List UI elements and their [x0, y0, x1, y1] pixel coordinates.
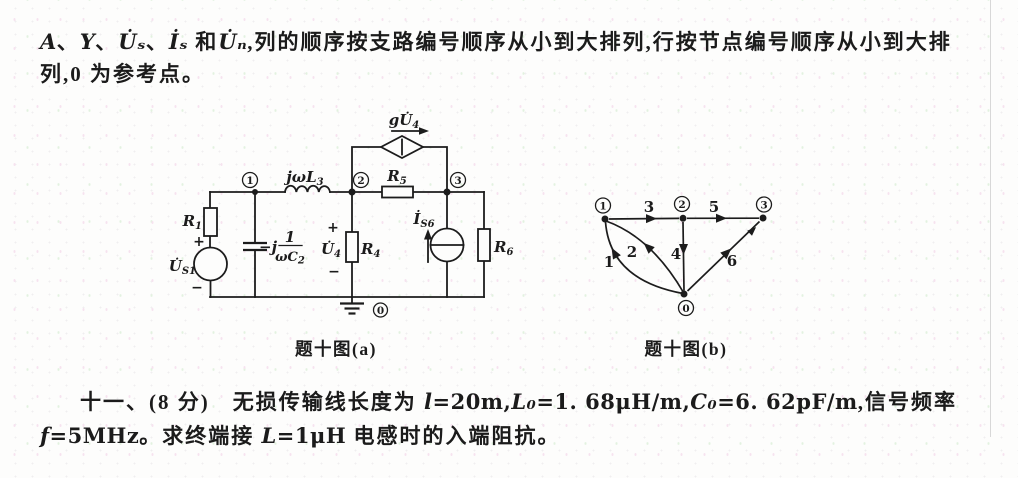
- graph-node-label-0: 0: [677, 299, 695, 317]
- graph-node-3: [759, 214, 767, 222]
- edge-4-arrow: [679, 244, 688, 255]
- u4-plus-sign: +: [327, 220, 339, 236]
- edge-label-5: 5: [709, 198, 719, 216]
- graph-node-2: [679, 214, 687, 222]
- svg-text:0: 0: [377, 305, 384, 317]
- cap-numerator: 1: [285, 228, 295, 246]
- junction-node-2: [348, 188, 356, 196]
- graph-edge-4: [682, 221, 685, 291]
- svg-text:1: 1: [599, 200, 606, 212]
- us1-label: U̇S1: [169, 257, 196, 277]
- scan-artifact-line: [990, 0, 991, 437]
- node-label-2: 2: [352, 171, 370, 189]
- resistor-r4: + − U̇4 R4: [321, 220, 381, 280]
- cap-denominator: ωC2: [275, 250, 305, 267]
- edge-6-arrow-2: [747, 227, 757, 236]
- junction-node-1: [252, 189, 258, 195]
- vccs-label: gU̇4: [389, 111, 420, 131]
- graph-node-label-2: 2: [673, 195, 691, 213]
- r5-label: R5: [386, 167, 406, 187]
- current-source-is6: İS6: [412, 209, 465, 263]
- caption-figure-a: 题十图(a): [295, 339, 377, 359]
- cap-minus-j: −j: [259, 238, 278, 256]
- vccs-arrow: [419, 127, 429, 135]
- edge-label-1: 1: [604, 253, 614, 271]
- edge-label-4: 4: [671, 245, 681, 263]
- graph-node-0: [680, 290, 688, 298]
- svg-text:3: 3: [454, 175, 461, 187]
- junction-node-3: [443, 188, 451, 196]
- us1-plus-sign: +: [193, 234, 205, 250]
- circuit-wires: [209, 146, 485, 298]
- u4-label: U̇4: [321, 240, 341, 260]
- vccs-gu4: gU̇4: [379, 111, 429, 160]
- edge-2-arrow: [643, 242, 655, 254]
- intro-line-1: A、Y、U̇ₛ、İₛ 和U̇ₙ,列的顺序按支路编号顺序从小到大排列,行按节点编号…: [40, 29, 952, 54]
- r1-label: R1: [182, 212, 202, 232]
- graph-node-label-1: 1: [594, 197, 612, 214]
- graph-edge-3: [608, 217, 680, 220]
- graph-node-1: [601, 215, 609, 223]
- node-label-3: 3: [449, 171, 467, 189]
- edge-label-6: 6: [727, 252, 737, 270]
- ground-symbol: [340, 296, 364, 315]
- graph-edge-1: [604, 221, 684, 295]
- intro-paragraph: A、Y、U̇ₛ、İₛ 和U̇ₙ,列的顺序按支路编号顺序从小到大排列,行按节点编号…: [40, 26, 952, 90]
- capacitor-c2: −j 1 ωC2: [243, 228, 305, 267]
- svg-text:0: 0: [682, 303, 689, 315]
- svg-text:2: 2: [678, 199, 685, 211]
- edge-label-2: 2: [627, 243, 637, 261]
- us1-minus-sign: −: [191, 280, 203, 296]
- resistor-r1: R1: [182, 207, 218, 237]
- svg-text:3: 3: [760, 199, 767, 211]
- graph-edge-6: [686, 220, 761, 292]
- edge-5-arrow: [716, 213, 727, 223]
- problem-11-line-2: f=5MHz。求终端接 L=1μH 电感时的入端阻抗。: [40, 423, 561, 448]
- is6-arrow: [424, 229, 432, 240]
- r4-label: R4: [360, 240, 380, 260]
- is6-label: İS6: [412, 209, 434, 230]
- resistor-r5: R5: [381, 167, 414, 199]
- node-label-1: 1: [241, 171, 259, 189]
- caption-figure-b: 题十图(b): [644, 339, 728, 359]
- u4-minus-sign: −: [328, 264, 340, 280]
- edge-6-arrow: [720, 248, 732, 260]
- inductor-l3: jωL3: [283, 168, 332, 194]
- r6-label: R6: [493, 238, 513, 258]
- graph-node-label-3: 3: [755, 196, 773, 213]
- graph-diagram-b: 1 2 3 0 1 2 3 4 5 6: [594, 195, 773, 317]
- svg-text:1: 1: [246, 175, 253, 187]
- circuit-diagram-a: R1 + − U̇S1 −j 1 ωC2 jωL3 + − U̇4: [169, 111, 513, 318]
- edge-3-arrow: [646, 214, 657, 224]
- svg-text:2: 2: [357, 175, 364, 187]
- graph-edge-arrows: [611, 213, 757, 260]
- intro-line-2: 列,0 为参考点。: [40, 62, 205, 86]
- problem-11-paragraph: 十一、(8 分) 无损传输线长度为 l=20m,L₀=1. 68μH/m,C₀=…: [40, 385, 957, 453]
- resistor-r6: R6: [477, 228, 513, 262]
- l3-label: jωL3: [283, 168, 323, 188]
- edge-label-3: 3: [644, 198, 654, 216]
- voltage-source-us1: + − U̇S1: [169, 234, 228, 296]
- edge-1-arrow: [611, 247, 621, 260]
- problem-11-line-1: 十一、(8 分) 无损传输线长度为 l=20m,L₀=1. 68μH/m,C₀=…: [80, 389, 957, 414]
- node-label-0: 0: [372, 302, 389, 318]
